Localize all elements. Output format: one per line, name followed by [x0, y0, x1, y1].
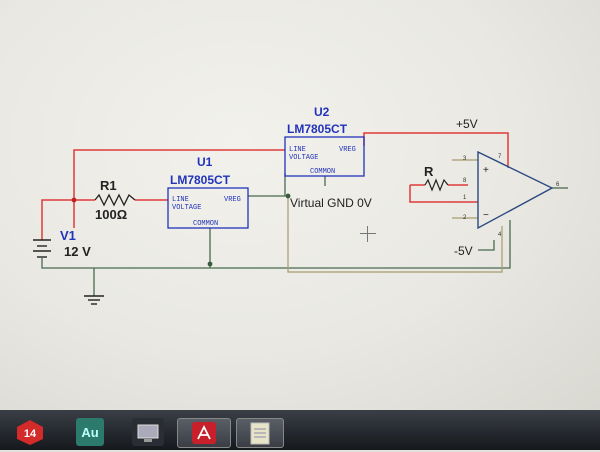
r-ref: R — [424, 164, 434, 179]
schematic-screen: V1 12 V R1 100Ω U1 LM7805CT LINE VOLTAGE… — [0, 0, 600, 410]
pin-6: 6 — [556, 182, 560, 188]
v1-ref: V1 — [60, 228, 76, 243]
junction-dot — [285, 193, 291, 199]
taskbar-item-acrobat[interactable] — [177, 418, 231, 448]
wire-v1-pos — [41, 199, 74, 240]
minus5v-label: -5V — [454, 244, 473, 258]
acrobat-icon — [192, 422, 216, 444]
u2-vreg-label: VREG — [339, 146, 356, 154]
calendar-badge-icon: 14 — [17, 420, 43, 445]
junction-dot — [71, 197, 77, 203]
battery-v1[interactable] — [33, 239, 51, 258]
schematic-canvas[interactable]: V1 12 V R1 100Ω U1 LM7805CT LINE VOLTAGE… — [0, 0, 600, 410]
taskbar-item-monitor[interactable] — [132, 418, 164, 446]
u2-ref: U2 — [314, 105, 330, 119]
opamp-plus: + — [483, 165, 489, 176]
audition-label: Au — [81, 425, 98, 440]
pin-2: 2 — [463, 215, 467, 221]
r1-value: 100Ω — [95, 207, 127, 222]
taskbar-item-audition[interactable]: Au — [76, 418, 104, 446]
audition-icon: Au — [81, 425, 98, 440]
pin-8: 8 — [463, 178, 467, 184]
taskbar-item-calendar[interactable]: 14 — [14, 418, 46, 446]
pin-3: 3 — [463, 156, 467, 162]
u2-voltage-label: VOLTAGE — [289, 154, 318, 162]
u1-vreg-label: VREG — [224, 196, 241, 204]
wire-virtual-gnd — [287, 196, 503, 273]
wire-minus5 — [478, 240, 495, 251]
ground-icon — [84, 295, 104, 305]
dark-wires — [41, 173, 568, 296]
taskbar-item-notepad[interactable] — [236, 418, 284, 448]
u2-line-label: LINE — [289, 146, 306, 154]
resistor-r1[interactable] — [94, 193, 136, 207]
opamp-minus: − — [483, 210, 489, 221]
resistor-r[interactable] — [424, 178, 449, 192]
u1-common-label: COMMON — [193, 220, 218, 228]
taskbar: 14 Au — [0, 410, 600, 450]
junction-dot — [207, 261, 213, 267]
r1-ref: R1 — [100, 178, 117, 193]
virtual-gnd-label: Virtual GND 0V — [290, 196, 372, 210]
u1-ref: U1 — [197, 155, 213, 169]
regulator-u2[interactable]: U2 LM7805CT LINE VOLTAGE VREG COMMON — [284, 105, 365, 177]
pin-4: 4 — [498, 232, 502, 238]
wire-plus5 — [363, 132, 509, 166]
u2-common-label: COMMON — [310, 168, 335, 176]
u2-part: LM7805CT — [287, 122, 348, 136]
crosshair-cursor-icon — [360, 226, 376, 242]
wire-r-loop — [409, 185, 478, 203]
pin-7: 7 — [498, 154, 502, 160]
tan-wires — [287, 159, 503, 273]
u1-part: LM7805CT — [170, 173, 231, 187]
pin-1: 1 — [463, 195, 467, 201]
regulator-u1[interactable]: U1 LM7805CT LINE VOLTAGE VREG COMMON — [167, 155, 249, 229]
u1-voltage-label: VOLTAGE — [172, 204, 201, 212]
notepad-icon — [250, 422, 270, 445]
wire-ground-bus — [41, 220, 511, 269]
plus5v-label: +5V — [456, 117, 478, 131]
v1-value: 12 V — [64, 244, 91, 259]
opamp[interactable]: + − 3 8 1 2 6 7 4 — [463, 150, 560, 238]
monitor-icon — [137, 424, 159, 442]
u1-line-label: LINE — [172, 196, 189, 204]
calendar-badge-label: 14 — [24, 428, 37, 440]
wire-u1-u2 — [248, 173, 286, 197]
